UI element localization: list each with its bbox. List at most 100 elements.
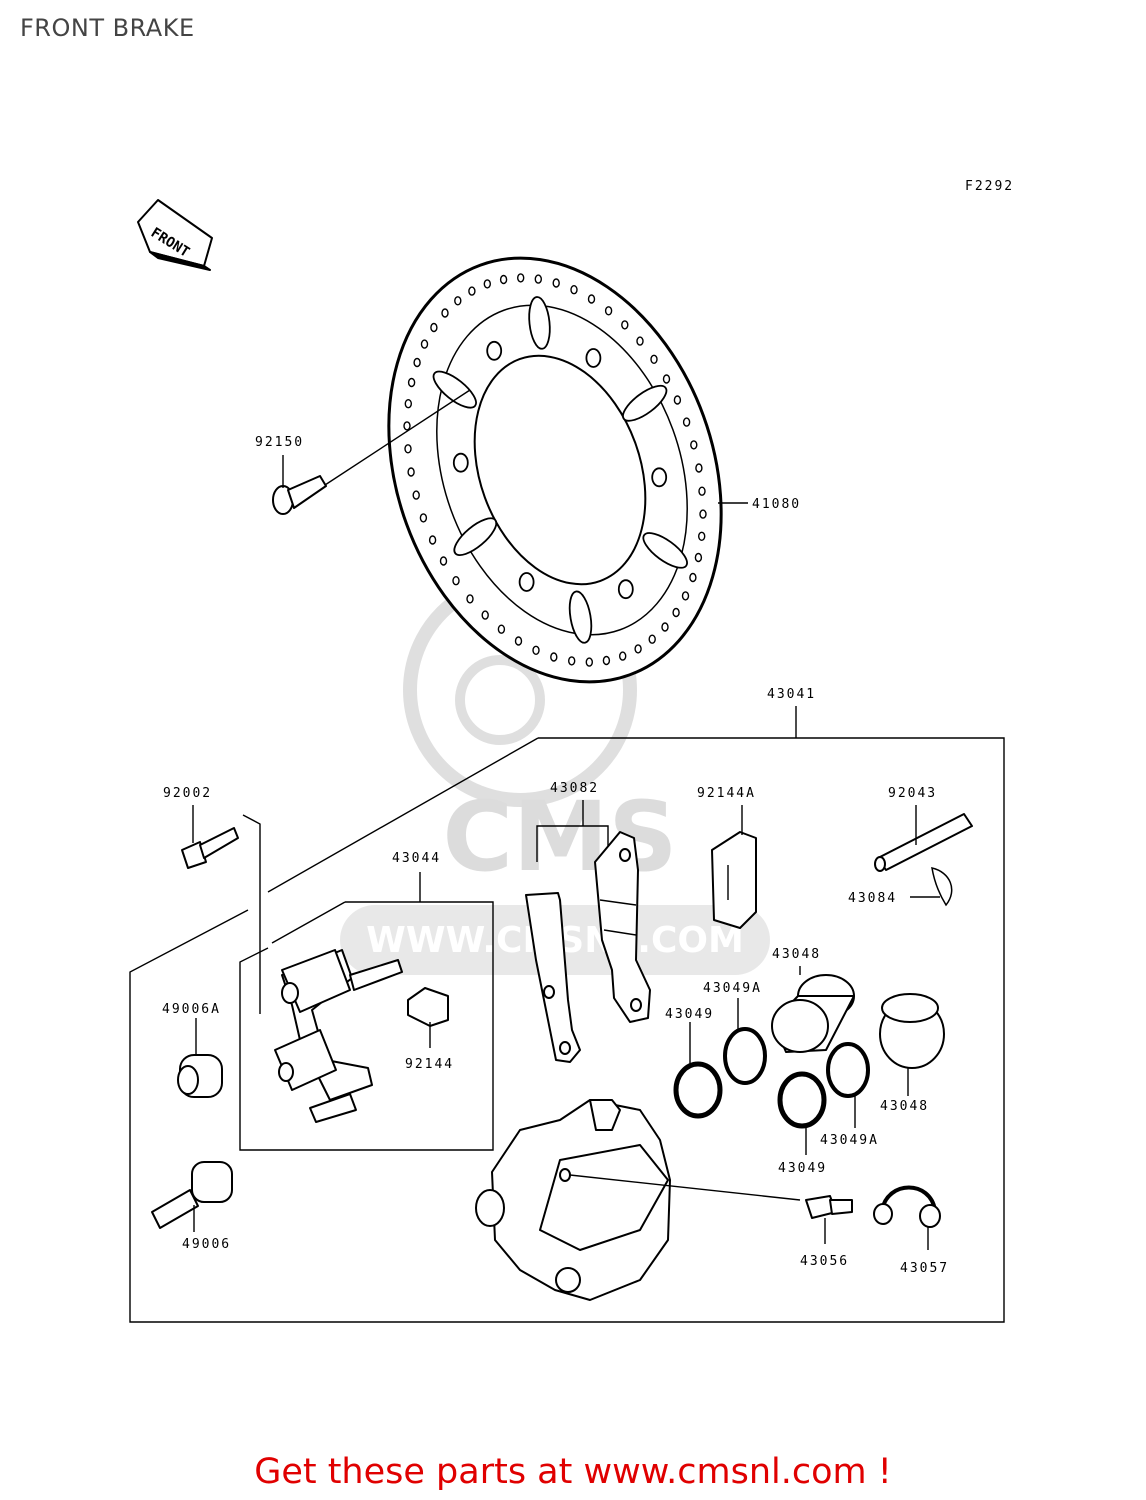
label-43049A-a: 43049A [703,981,762,996]
disc-vent-hole [673,395,682,405]
disc-vent-hole [699,509,707,519]
front-arrow-icon: FRONT [137,199,213,271]
disc-vent-hole [404,399,412,409]
disc-bolt-92150 [272,389,471,515]
disc-vent-hole [407,467,415,477]
boot-49006A [177,1018,223,1098]
label-43056: 43056 [800,1254,849,1269]
disc-vent-hole [468,286,476,296]
disc-mount-hole [617,579,634,600]
disc-vent-hole [570,285,578,295]
label-43082: 43082 [550,781,599,796]
disc-mount-hole [651,467,668,488]
disc-vent-hole [621,320,629,330]
pad-pin-92043 [874,805,973,872]
disc-vent-hole [690,440,698,450]
brake-pads-43082 [525,800,651,1063]
bleeder-cap-43057 [873,1185,941,1250]
disc-mount-hole [518,572,535,592]
parts-diagram: CMS WWW.CMSNL.COM F2292 FRONT [129,179,1014,1323]
label-43049-a: 43049 [665,1007,714,1022]
disc-vent-hole [419,513,428,523]
disc-mount-hole [486,340,503,361]
anti-rattle-spring-92144A [711,805,757,929]
disc-slot [622,384,668,422]
disc-vent-hole [550,652,558,662]
label-92043: 92043 [888,786,937,801]
label-92002: 92002 [163,786,212,801]
disc-vent-hole [452,576,460,586]
disc-vent-hole [619,651,627,661]
disc-vent-hole [636,336,644,346]
label-43048-a: 43048 [772,947,821,962]
piston-seal-43049-a [673,1022,723,1119]
disc-vent-hole [568,656,576,666]
label-41080: 41080 [752,497,801,512]
disc-vent-hole [694,552,703,563]
disc-vent-hole [407,377,416,388]
boot-49006 [151,1161,233,1232]
disc-vent-hole [672,607,680,618]
disc-vent-hole [681,591,690,601]
disc-vent-hole [441,308,449,318]
disc-vent-hole [534,274,542,284]
disc-vent-hole [420,339,429,349]
label-43048-b: 43048 [880,1099,929,1114]
label-43049-b: 43049 [778,1161,827,1176]
piston-43048-b [879,993,945,1096]
disc-vent-hole [454,296,462,306]
caliper-bracket-43044 [274,949,403,1123]
caliper-bolt-92002 [181,805,239,869]
disc-vent-hole [412,490,420,500]
disc-vent-hole [514,636,523,646]
disc-vent-hole [497,624,506,634]
disc-vent-hole [602,655,611,666]
caliper-assembly-outline [129,706,1005,1323]
disc-vent-hole [650,354,658,364]
piston-seal-43049-b [777,1071,827,1155]
label-43057: 43057 [900,1261,949,1276]
label-92144: 92144 [405,1057,454,1072]
disc-vent-hole [661,622,669,632]
caliper-body [475,1099,801,1301]
disc-slot [528,296,551,350]
disc-vent-hole [499,274,508,285]
pin-clip-43084 [910,867,953,907]
disc-vent-hole [532,645,540,655]
disc-vent-hole [483,279,491,289]
disc-mount-hole [585,348,602,368]
disc-vent-hole [698,531,706,541]
disc-vent-hole [698,486,706,496]
label-92144A: 92144A [697,786,756,801]
brake-disc-41080 [387,256,723,684]
disc-vent-hole [517,273,525,283]
label-43049A-b: 43049A [820,1133,879,1148]
label-49006: 49006 [182,1237,231,1252]
disc-vent-hole [413,357,421,368]
watermark-logo: CMS [442,781,677,893]
disc-vent-hole [404,444,412,454]
footer-promo-link[interactable]: Get these parts at www.cmsnl.com ! [254,1452,892,1492]
disc-vent-hole [634,644,642,654]
disc-mount-hole [452,452,469,473]
disc-vent-hole [682,417,691,427]
disc-vent-hole [403,421,411,431]
disc-vent-hole [466,594,474,604]
page-title: FRONT BRAKE [20,14,195,42]
disc-slot [432,370,477,409]
disc-vent-hole [662,374,671,384]
disc-vent-hole [430,322,438,333]
dust-seal-43049A-a [723,998,767,1085]
disc-vent-hole [481,610,489,620]
disc-vent-hole [585,657,593,667]
disc-vent-hole [552,278,560,288]
label-92150: 92150 [255,435,304,450]
disc-vent-hole [695,463,703,473]
disc-vent-hole [439,556,448,566]
bleeder-valve-43056 [805,1195,853,1244]
disc-slot [453,517,498,556]
figure-code: F2292 [965,179,1014,194]
dust-seal-43049A-b [826,1042,870,1128]
disc-vent-hole [604,306,613,316]
disc-vent-hole [689,572,697,583]
